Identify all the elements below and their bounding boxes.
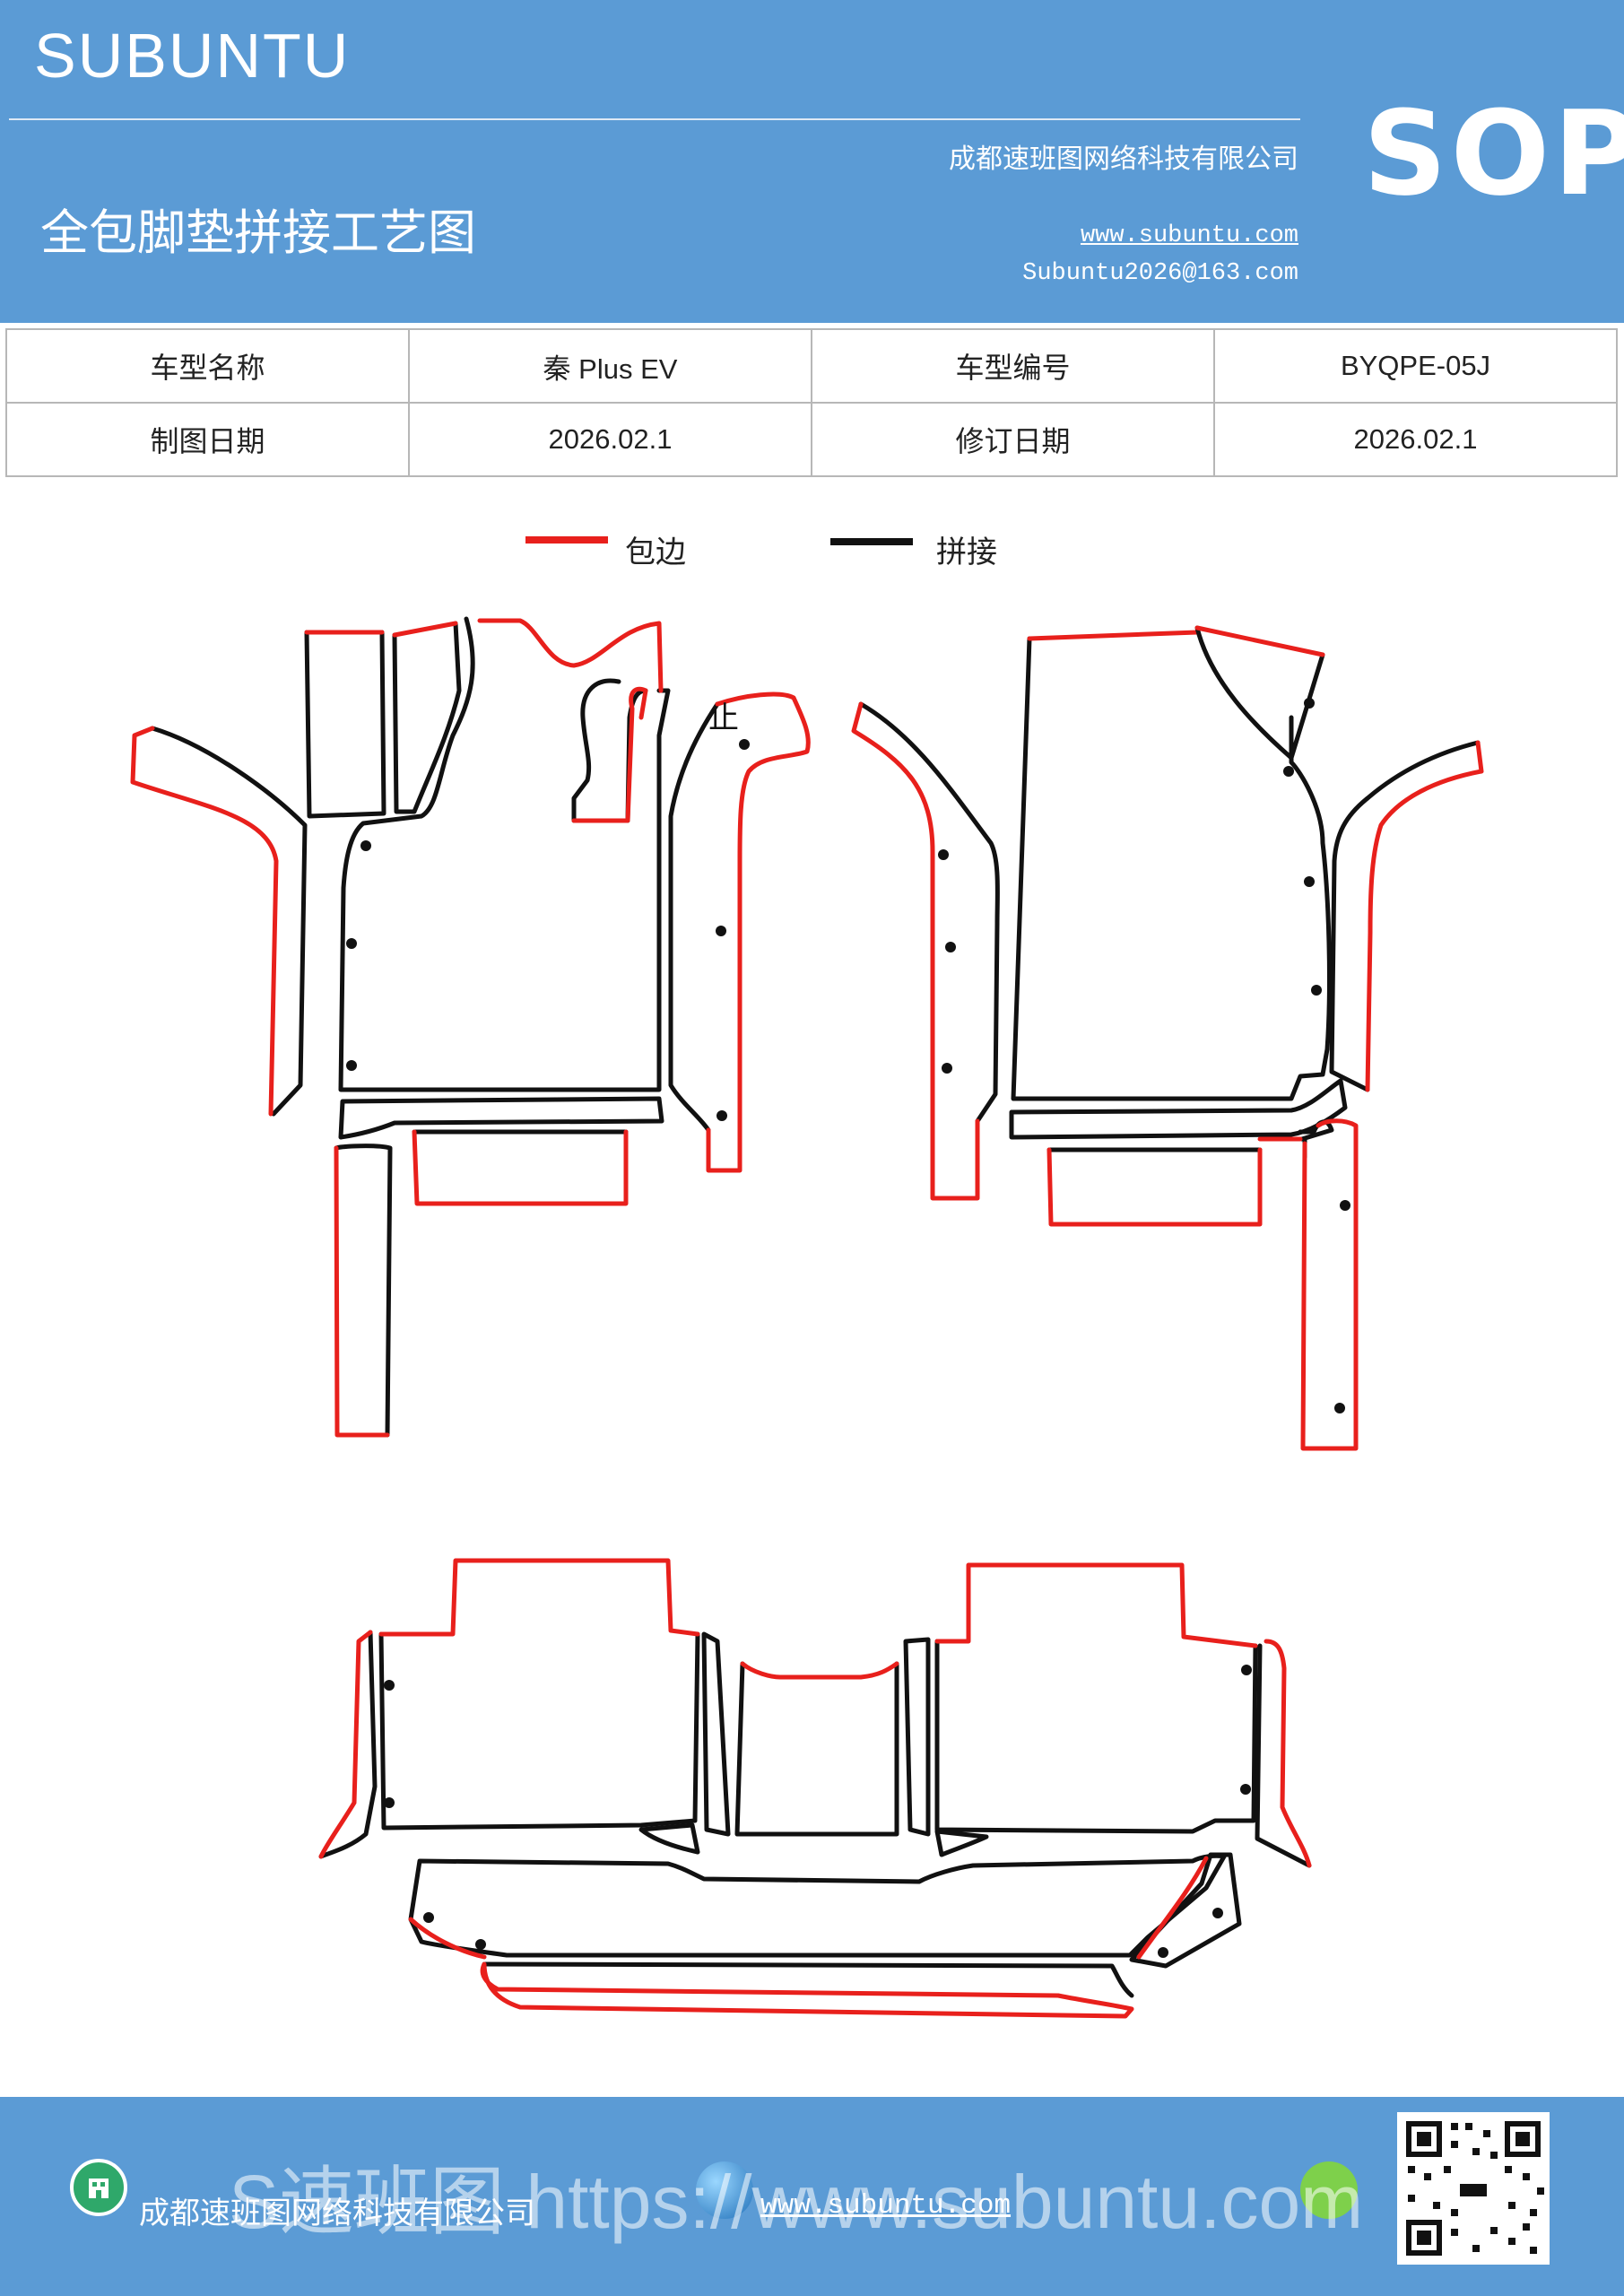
passenger-tunnel-panel [851, 701, 1000, 1201]
company-name: 成都速班图网络科技有限公司 [949, 144, 1298, 175]
driver-left-side-panel [130, 726, 308, 1117]
table-row: 车型名称 秦 Plus EV 车型编号 BYQPE-05J [5, 328, 1618, 404]
stop-mark: 止 [708, 700, 739, 736]
building-icon [70, 2159, 127, 2216]
driver-upper-strip-a [304, 630, 386, 819]
snap-dot [346, 938, 357, 949]
snap-dot [384, 1680, 395, 1691]
model-name-value: 秦 Plus EV [408, 328, 812, 404]
vehicle-info-table: 车型名称 秦 Plus EV 车型编号 BYQPE-05J 制图日期 2026.… [5, 328, 1618, 477]
snap-dot [1334, 1403, 1345, 1413]
legend-label-seam: 拼接 [936, 535, 997, 570]
snap-dot [942, 1063, 952, 1074]
globe-icon [696, 2161, 753, 2219]
snap-dot [423, 1912, 434, 1923]
snap-dot [739, 739, 750, 750]
rear-left-seat-mat [378, 1558, 700, 1831]
snap-dot [1283, 766, 1294, 777]
header-banner [0, 0, 1624, 323]
snap-dot [938, 849, 949, 860]
rear-right-corner-wedge [934, 1829, 989, 1857]
email-address: Subuntu2026@163.com [1022, 260, 1298, 287]
page-title: 全包脚垫拼接工艺图 [40, 204, 476, 261]
snap-dot [1158, 1947, 1168, 1958]
watermark-text: S速班图 https://www.subuntu.com [229, 2160, 1364, 2244]
driver-long-bottom-strip [334, 1144, 393, 1438]
revise-date-value: 2026.02.1 [1213, 402, 1618, 477]
model-code-label: 车型编号 [811, 328, 1215, 404]
rear-right-seat-mat [934, 1562, 1258, 1834]
passenger-right-side-panel [1329, 740, 1484, 1092]
revise-date-label: 修订日期 [811, 402, 1215, 477]
driver-tunnel-panel [668, 691, 811, 1173]
snap-dot [716, 1110, 727, 1121]
legend-label-edge: 包边 [625, 535, 686, 570]
wechat-icon [1300, 2161, 1358, 2219]
rear-crossover-panel [408, 1853, 1227, 1960]
footer-company-name: 成都速班图网络科技有限公司 [139, 2196, 535, 2231]
snap-dot [384, 1797, 395, 1808]
rear-center-hump [734, 1661, 899, 1837]
snap-dot [1304, 876, 1315, 887]
legend-swatch-edge [525, 536, 608, 544]
legend-swatch-seam [830, 538, 913, 545]
snap-dot [475, 1939, 486, 1950]
driver-main-mat [338, 616, 671, 1092]
passenger-footrest-pad [1046, 1147, 1263, 1227]
table-row: 制图日期 2026.02.1 修订日期 2026.02.1 [5, 402, 1618, 477]
brand-logo-text: SUBUNTU [34, 21, 351, 91]
header-divider [9, 118, 1300, 120]
snap-dot [1311, 985, 1322, 996]
draw-date-value: 2026.02.1 [408, 402, 812, 477]
website-link[interactable]: www.subuntu.com [1080, 222, 1298, 249]
rear-right-triangle-strip [1129, 1852, 1242, 1969]
rear-long-sill-strip [480, 1961, 1134, 2019]
model-name-label: 车型名称 [5, 328, 410, 404]
snap-dot [1212, 1908, 1223, 1918]
snap-dot [346, 1060, 357, 1071]
snap-dot [1241, 1665, 1252, 1675]
model-code-value: BYQPE-05J [1213, 328, 1618, 404]
rear-left-corner-wedge [638, 1822, 700, 1855]
snap-dot [1240, 1784, 1251, 1795]
snap-dot [1304, 698, 1315, 709]
passenger-long-bottom-strip [1257, 1118, 1359, 1451]
rear-left-side-strip [318, 1630, 378, 1859]
rear-right-tunnel-strip [903, 1637, 931, 1837]
rear-left-tunnel-strip [701, 1631, 731, 1837]
passenger-corner-wedge [1194, 625, 1325, 761]
driver-heel-pad-cutout [571, 678, 648, 823]
rear-right-side-strip [1255, 1639, 1312, 1868]
qr-code[interactable] [1397, 2112, 1550, 2265]
snap-dot [716, 926, 726, 936]
driver-pedal-pad [412, 1129, 629, 1206]
snap-markers [346, 698, 1350, 1958]
snap-dot [945, 942, 956, 952]
passenger-main-mat [1011, 630, 1332, 1101]
snap-dot [360, 840, 371, 851]
sop-badge: SOP [1363, 85, 1624, 222]
footer-website-link[interactable]: www.subuntu.com [760, 2190, 1012, 2222]
snap-dot [1340, 1200, 1350, 1211]
driver-upper-strip-b [392, 621, 462, 814]
draw-date-label: 制图日期 [5, 402, 410, 477]
driver-front-sill-strip [338, 1096, 664, 1140]
